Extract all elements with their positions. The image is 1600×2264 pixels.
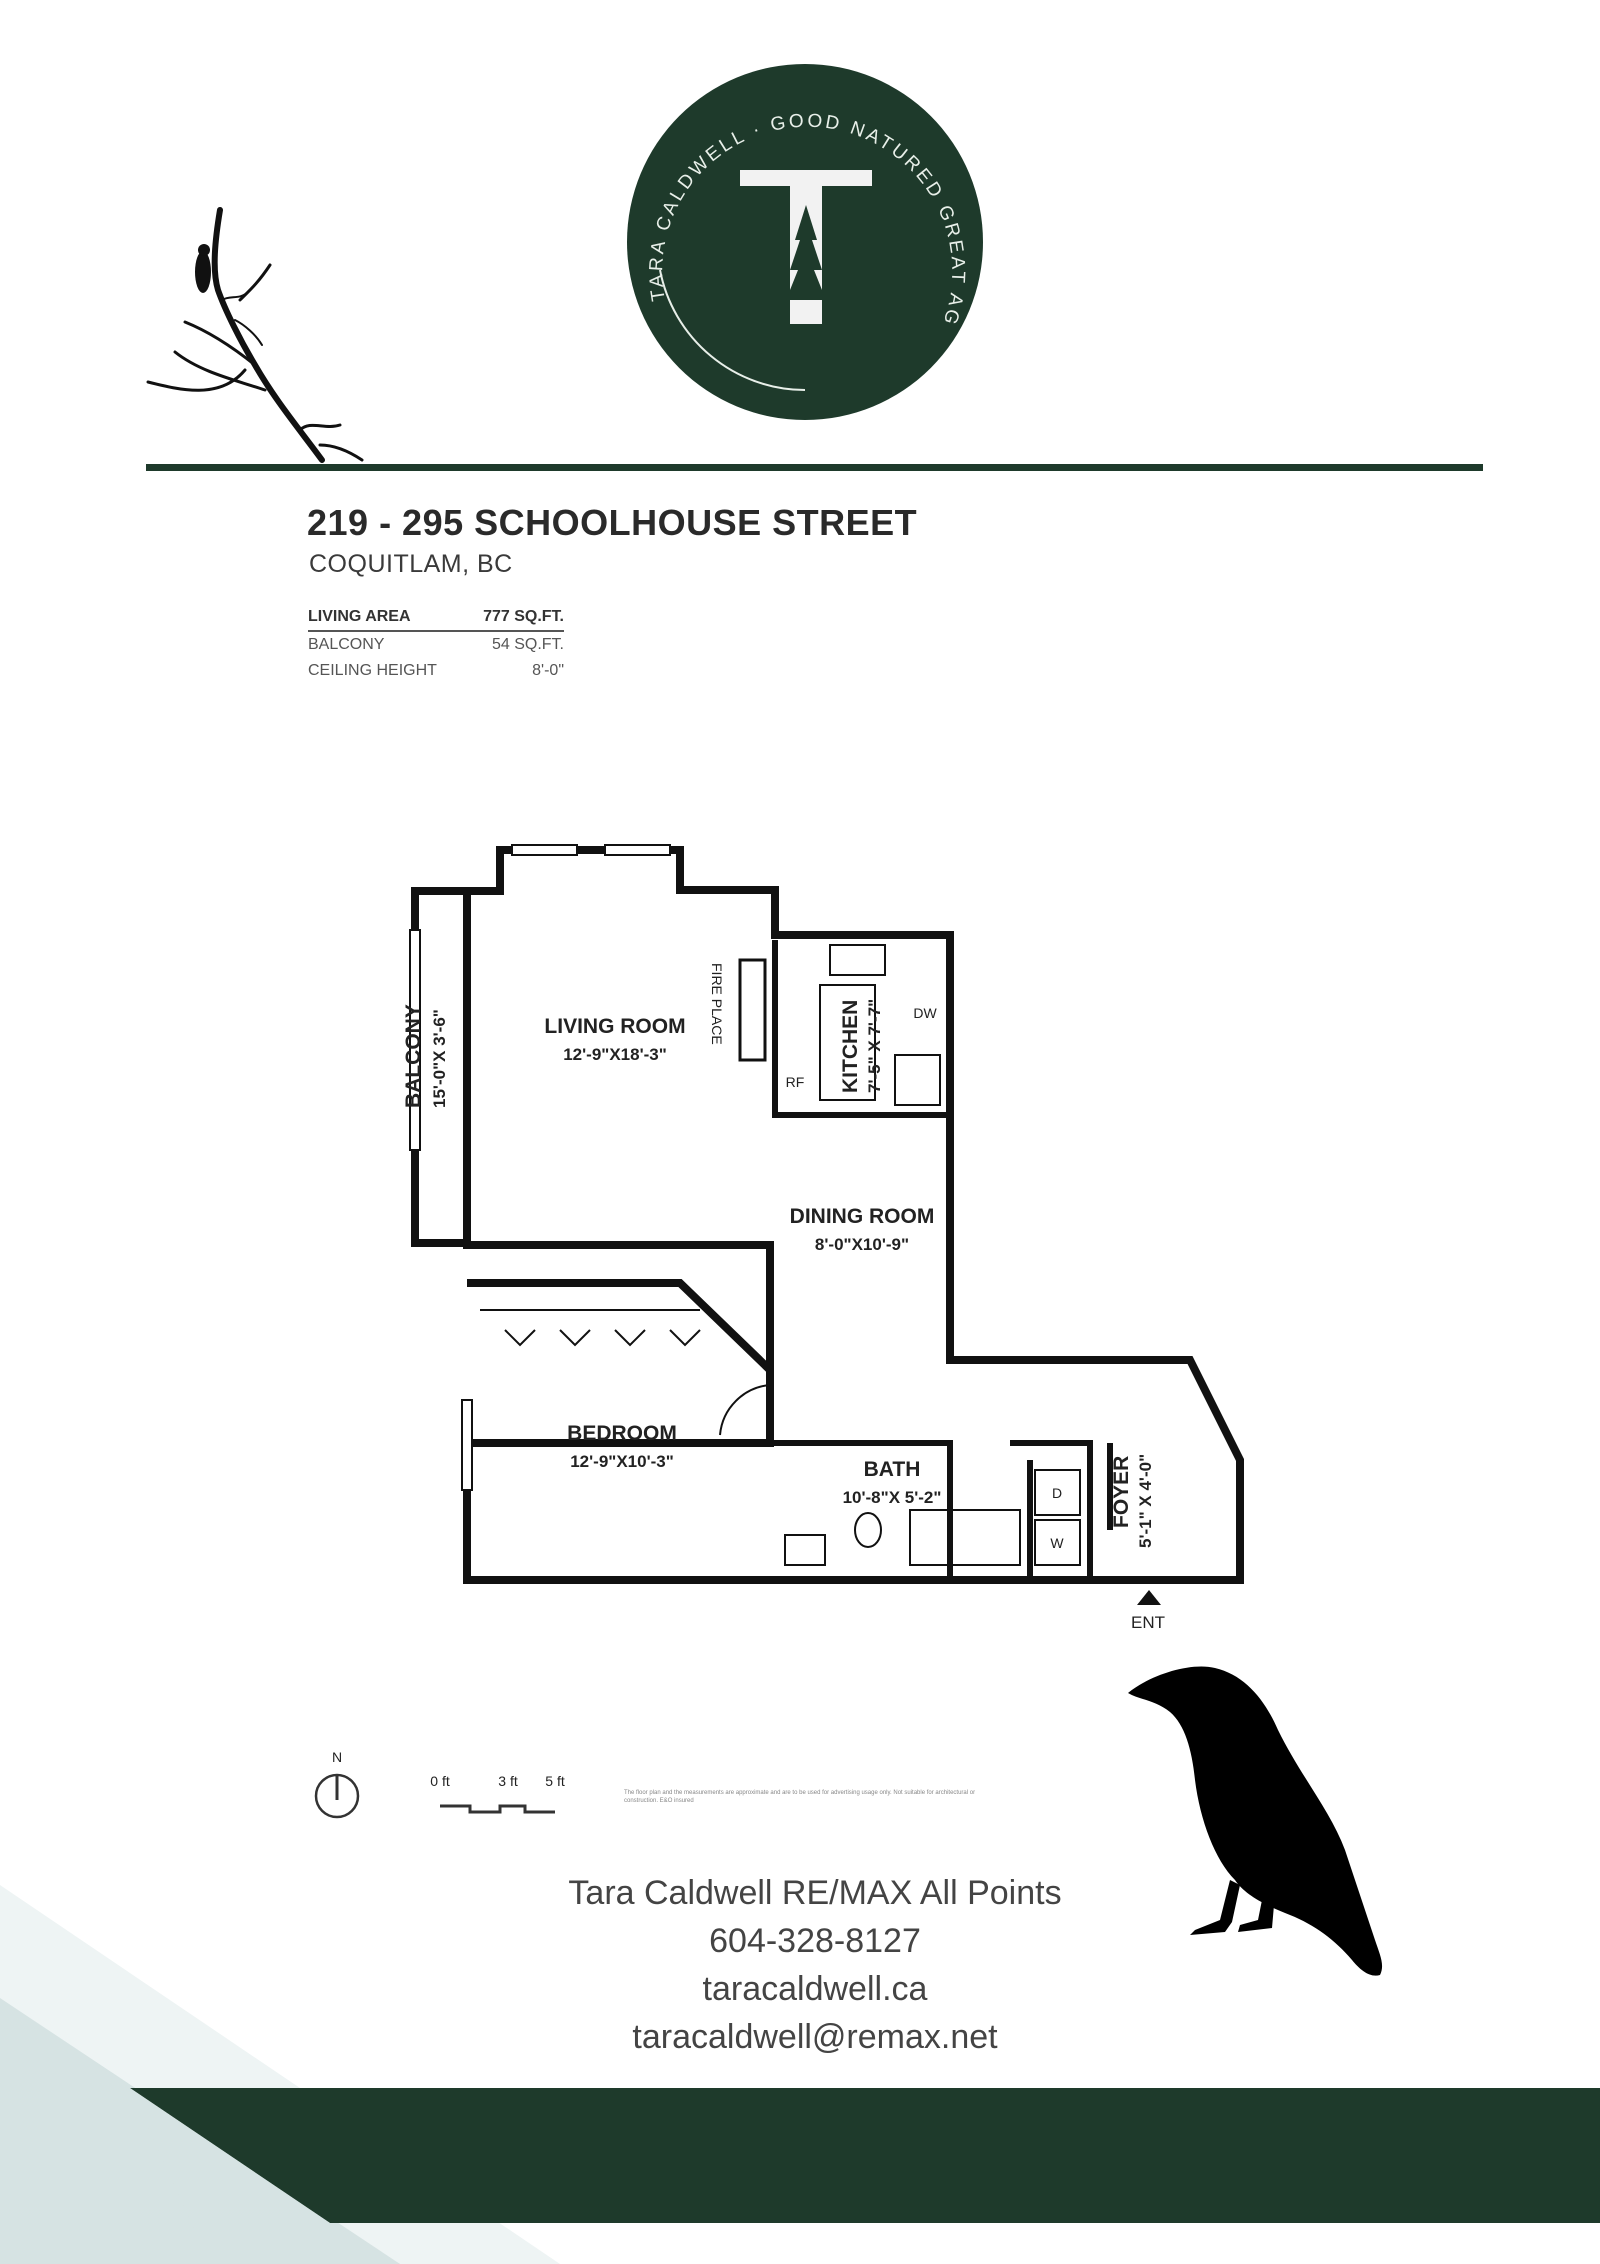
stat-row-balcony: BALCONY 54 SQ.FT.: [308, 632, 564, 658]
stat-label: BALCONY: [308, 636, 385, 653]
logo-inner-arc: [659, 269, 806, 391]
dishwasher-label: DW: [913, 1005, 937, 1021]
north-label: N: [332, 1749, 342, 1765]
listing-address: 219 - 295 SCHOOLHOUSE STREET: [307, 502, 918, 543]
fireplace-label: FIRE PLACE: [709, 963, 725, 1045]
footer-green-band: [130, 2088, 1600, 2223]
branch-with-bird-icon: [146, 207, 364, 463]
scale-label-3: 3 ft: [498, 1773, 518, 1789]
stat-value: 8'-0": [532, 662, 564, 679]
stat-row-ceiling-height: CEILING HEIGHT 8'-0": [308, 658, 564, 684]
room-label-balcony: BALCONY: [402, 1004, 425, 1108]
room-label-kitchen: KITCHEN: [839, 1000, 862, 1093]
room-label-bedroom: BEDROOM: [567, 1422, 677, 1445]
scale-bar: [440, 1804, 555, 1814]
stat-row-living-area: LIVING AREA 777 SQ.FT.: [308, 604, 564, 632]
scale-label-5: 5 ft: [545, 1773, 565, 1789]
agent-name: Tara Caldwell RE/MAX All Points: [568, 1874, 1062, 1912]
room-size-bath: 10'-8"X 5'-2": [843, 1488, 942, 1507]
room-size-kitchen: 7'-5" X 7'-7": [865, 999, 884, 1093]
room-label-bath: BATH: [864, 1458, 921, 1481]
room-label-foyer: FOYER: [1110, 1456, 1133, 1528]
stat-label: LIVING AREA: [308, 608, 411, 625]
footer-band-light-wedge: [130, 2088, 400, 2264]
floor-plan: [409, 844, 1244, 1605]
room-size-dining-room: 8'-0"X10'-9": [815, 1235, 909, 1254]
room-label-dining-room: DINING ROOM: [790, 1205, 935, 1228]
room-size-bedroom: 12'-9"X10'-3": [570, 1452, 674, 1471]
room-size-living-room: 12'-9"X18'-3": [563, 1045, 667, 1064]
fridge-label: RF: [786, 1074, 805, 1090]
stat-value: 777 SQ.FT.: [483, 608, 564, 625]
bird-head: [198, 244, 210, 256]
crow-silhouette-icon: [1128, 1666, 1383, 1976]
washer-label: W: [1050, 1535, 1064, 1551]
agent-phone[interactable]: 604-328-8127: [709, 1922, 921, 1960]
scale-label-0: 0 ft: [430, 1773, 450, 1789]
header-divider: [146, 464, 1483, 471]
agent-website[interactable]: taracaldwell.ca: [702, 1970, 928, 2008]
listing-stats-table: LIVING AREA 777 SQ.FT. BALCONY 54 SQ.FT.…: [308, 604, 564, 684]
stat-label: CEILING HEIGHT: [308, 662, 437, 679]
room-size-balcony: 15'-0"X 3'-6": [430, 1009, 449, 1108]
dryer-label: D: [1052, 1485, 1062, 1501]
agent-email[interactable]: taracaldwell@remax.net: [632, 2018, 998, 2056]
listing-city: COQUITLAM, BC: [309, 550, 513, 578]
stat-value: 54 SQ.FT.: [491, 636, 564, 653]
tree-icon: [786, 205, 826, 300]
room-label-living-room: LIVING ROOM: [544, 1015, 685, 1038]
bird-on-branch-icon: [195, 251, 211, 293]
room-size-foyer: 5'-1" X 4'-0": [1136, 1454, 1155, 1548]
floorplan-disclaimer: The floor plan and the measurements are …: [624, 1790, 976, 1804]
logo-t-bar: [740, 170, 872, 186]
entrance-label: ENT: [1131, 1613, 1165, 1632]
